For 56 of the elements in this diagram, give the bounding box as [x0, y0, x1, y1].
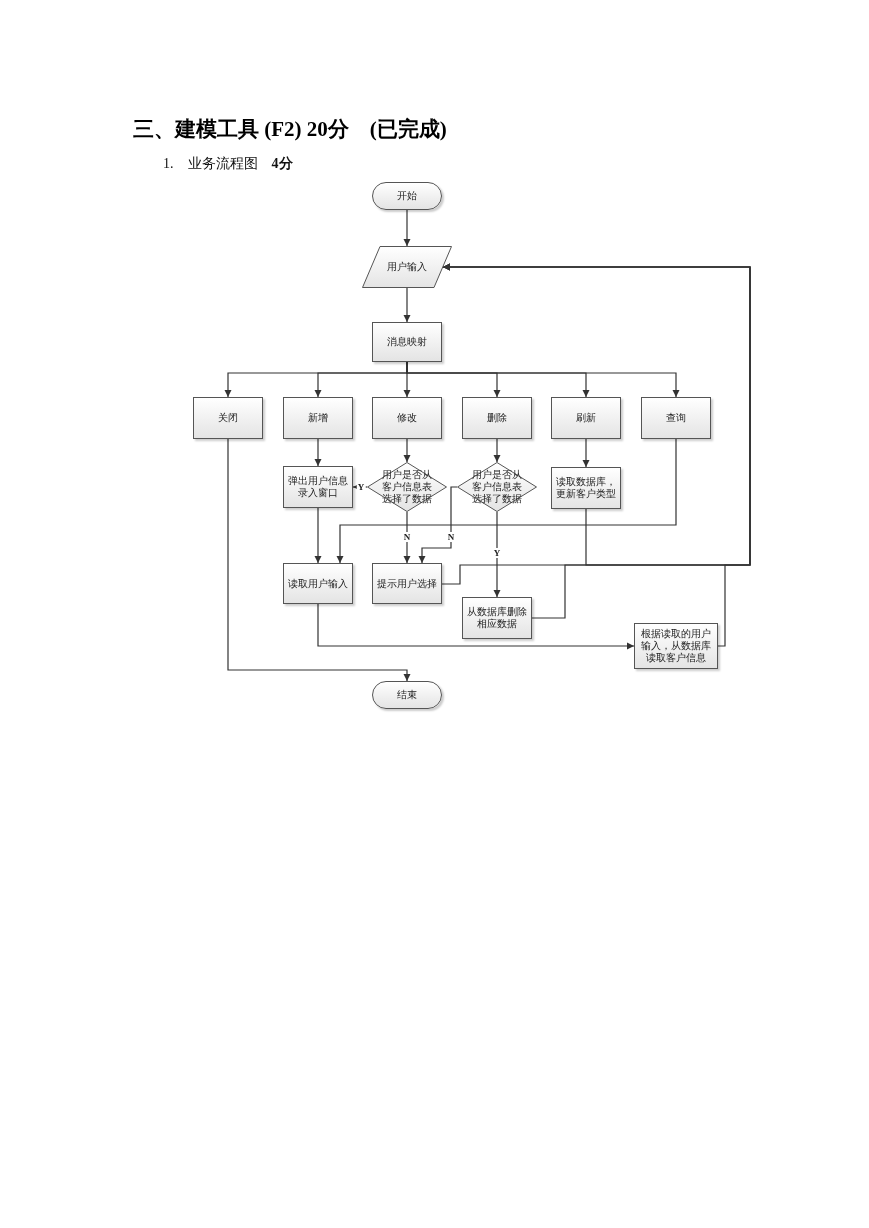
arrow — [227, 438, 411, 682]
terminator-shape — [372, 681, 442, 709]
process-box — [283, 466, 353, 508]
arrow — [493, 438, 501, 463]
node-text: 读取用户输入 — [288, 577, 348, 590]
edge-label: Y — [356, 482, 366, 492]
node-text: 开始 — [397, 190, 417, 202]
arrow — [582, 438, 590, 468]
decision-diamond — [457, 462, 537, 512]
arrow — [403, 438, 411, 463]
process-box — [551, 397, 621, 439]
arrow — [403, 209, 411, 247]
arrow — [314, 438, 322, 467]
arrow — [336, 438, 677, 564]
node-text: 新增 — [308, 412, 328, 424]
process-box — [462, 597, 532, 639]
input-parallelogram — [362, 246, 452, 288]
node-text: 用户输入 — [387, 261, 427, 273]
node-text: 消息映射 — [387, 336, 427, 348]
process-box — [193, 397, 263, 439]
node-text: 关闭 — [218, 412, 238, 424]
node-text: 结束 — [397, 689, 417, 701]
process-box — [372, 322, 442, 362]
process-box — [372, 563, 442, 604]
process-box — [634, 623, 718, 669]
title: 三、建模工具 (F2) 20分 (已完成) — [133, 116, 447, 143]
edge-label: N — [446, 532, 456, 542]
node-text: 从数据库删除相应数据 — [467, 606, 527, 630]
arrow — [403, 511, 411, 564]
node-text: 删除 — [487, 412, 507, 424]
node-text: 根据读取的用户输入，从数据库读取客户信息 — [640, 628, 712, 664]
node-text: 用户是否从客户信息表选择了数据 — [471, 469, 523, 505]
node-text: 查询 — [666, 412, 686, 424]
process-box — [372, 397, 442, 439]
process-box — [641, 397, 711, 439]
node-text: 弹出用户信息录入窗口 — [288, 475, 348, 499]
node-text: 提示用户选择 — [377, 577, 437, 590]
process-box — [551, 467, 621, 509]
node-text: 用户是否从客户信息表选择了数据 — [381, 469, 433, 505]
arrow — [406, 361, 680, 398]
arrow — [317, 603, 635, 650]
process-box — [283, 563, 353, 604]
edge-label: Y — [492, 548, 502, 558]
edge-label: N — [402, 532, 412, 542]
decision-diamond — [367, 462, 447, 512]
arrow — [403, 287, 411, 323]
node-text: 读取数据库，更新客户类型 — [556, 476, 616, 500]
node-text: 刷新 — [576, 412, 596, 424]
subtitle: 1. 业务流程图 4分 — [163, 155, 293, 173]
arrow — [418, 486, 458, 564]
arrow — [493, 511, 501, 598]
arrow — [314, 507, 322, 564]
node-text: 修改 — [397, 412, 417, 424]
process-box — [283, 397, 353, 439]
process-box — [462, 397, 532, 439]
terminator-shape — [372, 182, 442, 210]
